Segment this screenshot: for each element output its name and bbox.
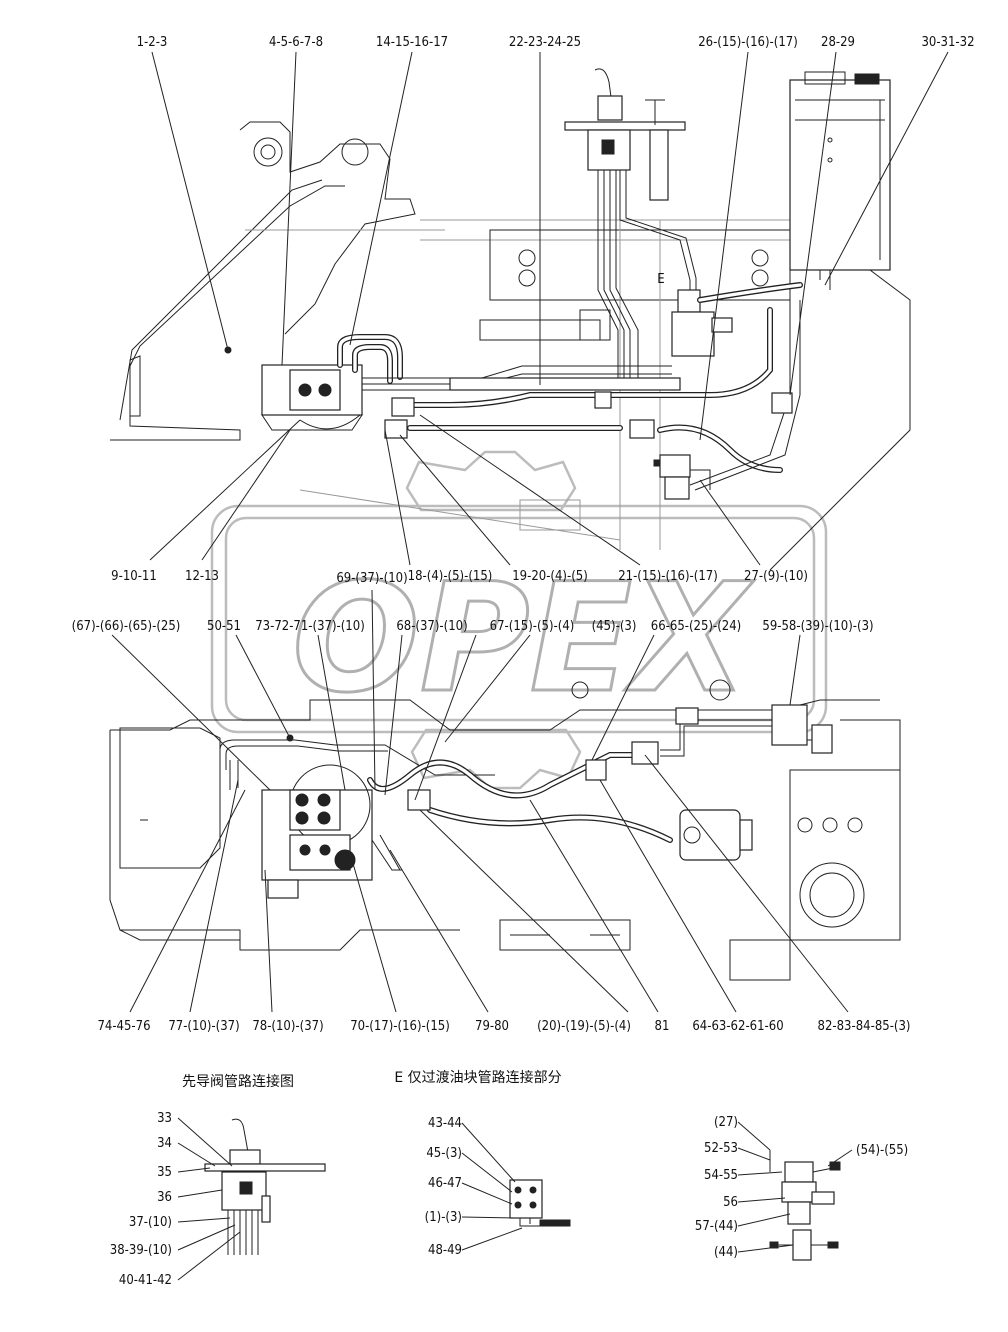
- pilot-label-34: 34: [157, 1136, 172, 1151]
- detail-pilot-valve: 先导阀管路连接图 33 34 35 36 37-(10) 38-39-(10) …: [110, 1073, 326, 1288]
- detail-transition-block: E 仅过渡油块管路连接部分 43-44 45-(3) 46-47 (1)-(3)…: [394, 1069, 571, 1258]
- callout-66-65: 66-65-(25)-(24): [651, 619, 741, 634]
- upper-view: [110, 68, 911, 571]
- callout-74: 74-45-76: [97, 1019, 150, 1034]
- callout-26: 26-(15)-(16)-(17): [698, 35, 798, 50]
- filter-label-44: (44): [714, 1245, 738, 1260]
- opex-watermark: OPEX: [210, 450, 828, 790]
- block-label-48-49: 48-49: [428, 1243, 462, 1258]
- callout-20-19: (20)-(19)-(5)-(4): [537, 1019, 631, 1034]
- callout-12-13: 12-13: [185, 569, 219, 584]
- callout-18: 18-(4)-(5)-(15): [408, 569, 493, 584]
- callout-27: 27-(9)-(10): [744, 569, 808, 584]
- callout-4-8: 4-5-6-7-8: [269, 35, 323, 50]
- callout-9-11: 9-10-11: [111, 569, 157, 584]
- block-detail-title: E 仅过渡油块管路连接部分: [394, 1069, 561, 1086]
- callout-1-2-3: 1-2-3: [137, 35, 168, 50]
- pilot-label-35: 35: [157, 1165, 172, 1180]
- block-label-1-3: (1)-(3): [425, 1210, 462, 1225]
- filter-label-54-55-b: (54)-(55): [856, 1143, 908, 1158]
- callout-68: 68-(37)-(10): [396, 619, 467, 634]
- filter-label-54-55: 54-55: [704, 1168, 738, 1183]
- callout-19-20: 19-20-(4)-(5): [512, 569, 588, 584]
- pilot-label-37: 37-(10): [129, 1215, 172, 1230]
- callout-45: (45)-(3): [592, 619, 637, 634]
- callout-67: 67-(15)-(5)-(4): [490, 619, 575, 634]
- lower-view: [109, 679, 901, 981]
- callout-69: 69-(37)-(10): [336, 571, 407, 586]
- callout-30-32: 30-31-32: [921, 35, 974, 50]
- pilot-valve-top: [564, 68, 686, 201]
- filter-lower: [771, 704, 808, 746]
- transition-block: [677, 289, 701, 313]
- leader-lines: [111, 51, 949, 1013]
- callout-70: 70-(17)-(16)-(15): [350, 1019, 450, 1034]
- callout-79-80: 79-80: [475, 1019, 509, 1034]
- pump-motor: [679, 809, 741, 861]
- block-label-45: 45-(3): [426, 1146, 462, 1161]
- callout-28-29: 28-29: [821, 35, 855, 50]
- callout-67-66: (67)-(66)-(65)-(25): [72, 619, 181, 634]
- callout-21: 21-(15)-(16)-(17): [618, 569, 718, 584]
- pilot-label-38-39: 38-39-(10): [110, 1243, 172, 1258]
- callout-14-17: 14-15-16-17: [376, 35, 448, 50]
- block-label-46-47: 46-47: [428, 1176, 462, 1191]
- pilot-label-33: 33: [157, 1111, 172, 1126]
- callout-73-71: 73-72-71-(37)-(10): [255, 619, 365, 634]
- filter-upper: [659, 454, 691, 478]
- callout-22-25: 22-23-24-25: [509, 35, 581, 50]
- callout-labels: 1-2-3 4-5-6-7-8 14-15-16-17 22-23-24-25 …: [72, 35, 975, 1034]
- watermark-text: OPEX: [292, 552, 754, 726]
- callout-81: 81: [655, 1019, 670, 1034]
- block-label-43-44: 43-44: [428, 1116, 462, 1131]
- hydraulic-tank: [789, 79, 891, 271]
- detail-filter: (27) 52-53 54-55 (54)-(55) 56 57-(44) (4…: [695, 1115, 908, 1261]
- callout-64-60: 64-63-62-61-60: [692, 1019, 783, 1034]
- callout-50-51: 50-51: [207, 619, 241, 634]
- filter-label-52-53: 52-53: [704, 1141, 738, 1156]
- pilot-detail-title: 先导阀管路连接图: [182, 1073, 294, 1090]
- callout-82-85: 82-83-84-85-(3): [818, 1019, 911, 1034]
- pilot-label-36: 36: [157, 1190, 172, 1205]
- view-mark-e: E: [657, 272, 664, 287]
- main-valve-upper: [261, 364, 363, 431]
- pilot-label-40-42: 40-41-42: [119, 1273, 172, 1288]
- callout-77: 77-(10)-(37): [168, 1019, 239, 1034]
- filter-label-57-44: 57-(44): [695, 1219, 738, 1234]
- callout-59-58: 59-58-(39)-(10)-(3): [762, 619, 873, 634]
- main-valve-lower: [261, 764, 373, 899]
- callout-78: 78-(10)-(37): [252, 1019, 323, 1034]
- filter-label-56: 56: [723, 1195, 738, 1210]
- filter-label-27: (27): [714, 1115, 738, 1130]
